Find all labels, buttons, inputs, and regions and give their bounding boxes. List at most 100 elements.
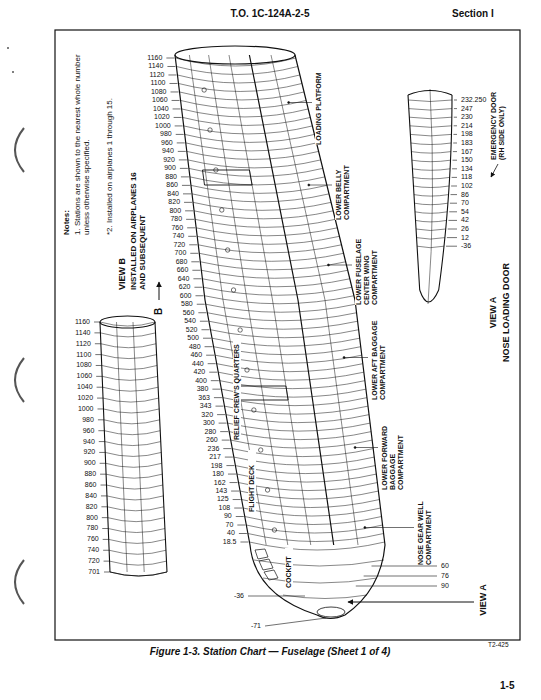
window (272, 528, 276, 532)
leader-line (174, 117, 182, 118)
note-text: 1. Stations are shown to the nearest who… (73, 40, 91, 235)
station-number: 700 (174, 249, 188, 256)
inset-bottom-edge (155, 322, 167, 572)
station-number: 460 (189, 351, 203, 358)
compartment-label: LOWER AFT BAGGAGE COMPARTMENT (371, 315, 387, 400)
door-outline (202, 170, 252, 185)
station-number: 1100 (149, 79, 166, 86)
leader-line (226, 465, 234, 466)
frame-line (415, 212, 447, 214)
frame-line (207, 313, 356, 321)
leader-line (192, 270, 200, 271)
station-number: 380 (196, 385, 210, 392)
frame-line (107, 507, 163, 511)
station-number: 76 (440, 572, 450, 579)
leader-line (206, 355, 214, 356)
view-title: VIEW B (117, 160, 127, 290)
station-number: 125 (216, 495, 230, 502)
station-number: 860 (84, 481, 98, 488)
leader-line (182, 185, 190, 186)
leader-line (96, 365, 102, 366)
leader-line (454, 117, 457, 118)
leader-line (203, 338, 211, 339)
station-number: 900 (163, 164, 177, 171)
view-arrow (159, 282, 160, 300)
frame-line (190, 177, 325, 185)
leader-line (365, 527, 414, 528)
binder-hole (15, 358, 24, 402)
frame-line (411, 152, 450, 154)
station-number: 640 (177, 275, 191, 282)
leader-line (209, 372, 217, 373)
frame-line (209, 321, 358, 329)
leader-line (205, 346, 213, 347)
frame-line (409, 109, 452, 111)
leader-line (208, 363, 216, 364)
frame-line (228, 423, 370, 431)
frame-line (409, 117, 451, 119)
compartment-label: RELIEF CREW'S QUARTERS (233, 335, 241, 440)
station-number: 1080 (75, 361, 93, 368)
station-number: 198 (210, 462, 224, 469)
frame-line (196, 228, 337, 236)
frame-line (110, 561, 167, 565)
leader-line (97, 408, 103, 409)
station-number: 920 (83, 448, 97, 455)
leader-line (223, 448, 231, 449)
inset-tail-section (100, 316, 155, 328)
station-number: 280 (203, 428, 217, 435)
station-number: 940 (161, 147, 175, 154)
leader-line (225, 457, 233, 458)
station-number: 134 (460, 165, 474, 172)
station-number: 183 (460, 139, 474, 146)
leader-line (97, 398, 103, 399)
frame-line (200, 262, 345, 270)
leader-dot (327, 264, 329, 266)
station-number: 162 (213, 479, 227, 486)
frame-line (103, 398, 159, 402)
station-number: 480 (188, 343, 202, 350)
station-number: -36 (460, 242, 472, 249)
station-number: 232.250 (460, 96, 487, 103)
cargo-floor (249, 55, 333, 545)
header-text: T.O. 1C-124A-2-5 (231, 8, 310, 20)
station-number: 980 (159, 130, 173, 137)
nose-cap (317, 607, 345, 617)
leader-line (95, 354, 101, 355)
station-number: 90 (223, 512, 233, 519)
station-number: 940 (82, 438, 96, 445)
leader-line (446, 246, 457, 247)
station-number: 1140 (147, 62, 164, 69)
leader-line (173, 108, 181, 109)
leader-line (104, 572, 110, 573)
station-number: 42 (460, 216, 470, 223)
station-number: 167 (460, 148, 474, 155)
leader-dot (288, 102, 290, 104)
leader-line (98, 419, 104, 420)
stringer (133, 322, 144, 572)
station-number: 440 (191, 360, 205, 367)
station-number: 720 (87, 557, 101, 564)
frame-line (175, 58, 295, 66)
leader-line (171, 91, 179, 92)
frame-line (101, 355, 156, 359)
frame-line (237, 474, 376, 482)
station-number: 780 (86, 524, 100, 531)
station-number: 820 (167, 198, 181, 205)
leader-line (193, 278, 201, 279)
window (231, 288, 235, 292)
station-number: 540 (183, 317, 197, 324)
window (202, 88, 206, 92)
door-edge (439, 95, 452, 290)
leader-dot (364, 527, 366, 529)
leader-dot (308, 184, 310, 186)
leader-line (214, 397, 222, 398)
leader-line (453, 151, 457, 152)
leader-line (191, 261, 199, 262)
station-number: 1080 (150, 88, 168, 95)
leader-line (236, 516, 244, 517)
leader-line (175, 125, 183, 126)
frame-line (100, 322, 155, 326)
station-number: 840 (166, 190, 180, 197)
compartment-label: NOSE GEAR WELL COMPARTMENT (417, 490, 433, 565)
